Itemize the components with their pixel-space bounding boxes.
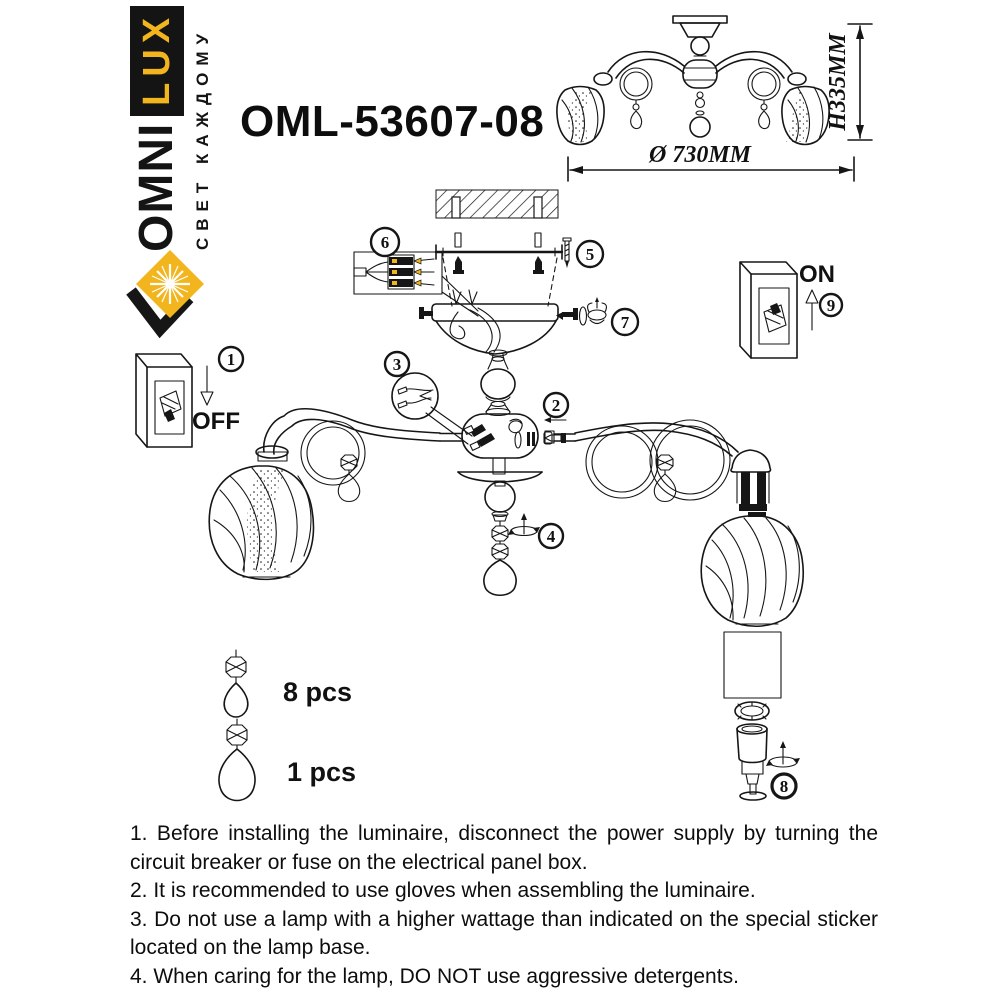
on-switch-icon: ON bbox=[739, 261, 835, 359]
bracket-screw-right bbox=[533, 256, 544, 274]
callout-1: 1 bbox=[217, 345, 245, 373]
socket-screw-icon bbox=[766, 741, 800, 768]
svg-text:9: 9 bbox=[827, 296, 836, 315]
central-body bbox=[439, 413, 539, 475]
callout-7: 7 bbox=[610, 307, 640, 337]
part-large-ball-icon bbox=[218, 718, 256, 802]
model-number: OML-53607-08 bbox=[240, 97, 545, 146]
exploded-shade-column bbox=[700, 512, 805, 801]
spec-pendant-left bbox=[630, 99, 643, 130]
left-shade bbox=[208, 465, 315, 581]
diameter-label: Ø 730MM bbox=[648, 142, 753, 168]
height-label: H335MM bbox=[825, 32, 851, 132]
canopy bbox=[419, 289, 578, 355]
dimension-height: H335MM bbox=[825, 23, 873, 141]
instructions: 1. Before installing the luminaire, disc… bbox=[130, 820, 878, 992]
part-small-pendant-icon bbox=[223, 649, 249, 718]
svg-text:7: 7 bbox=[621, 313, 630, 332]
callout-6-terminal-detail bbox=[353, 251, 479, 317]
callout-5-screw-icon bbox=[562, 237, 572, 268]
callout-9: 9 bbox=[818, 292, 844, 318]
canopy-bolt-left bbox=[419, 307, 433, 319]
right-arm bbox=[544, 419, 772, 511]
lamp-socket bbox=[736, 723, 768, 801]
stem bbox=[480, 349, 516, 417]
shade-ring bbox=[734, 701, 770, 721]
bracket-screw-left bbox=[453, 256, 464, 274]
right-shade bbox=[700, 515, 805, 627]
right-arm-pendant bbox=[653, 454, 677, 503]
part-qty-small: 8 pcs bbox=[283, 677, 352, 707]
svg-text:8: 8 bbox=[780, 777, 789, 796]
dimension-diameter: Ø 730MM bbox=[567, 142, 855, 182]
svg-text:4: 4 bbox=[547, 527, 556, 546]
svg-text:5: 5 bbox=[586, 245, 595, 264]
lamp-sticker bbox=[723, 631, 782, 699]
svg-text:6: 6 bbox=[381, 233, 390, 252]
finial-parts bbox=[483, 510, 540, 597]
instruction-item: 1. Before installing the luminaire, disc… bbox=[130, 822, 878, 874]
callout-5: 5 bbox=[575, 239, 605, 269]
logo-diamond-icon bbox=[126, 250, 204, 339]
callout-2-screw-icon bbox=[543, 417, 567, 445]
callout-6: 6 bbox=[369, 226, 401, 258]
svg-text:3: 3 bbox=[393, 355, 402, 374]
callout-2: 2 bbox=[542, 391, 570, 419]
left-arm-pendant bbox=[337, 454, 361, 503]
finial-screw-icon bbox=[508, 513, 540, 537]
off-switch-icon: OFF bbox=[135, 353, 240, 448]
part-qty-large: 1 pcs bbox=[287, 757, 356, 787]
lamp-socket-cover bbox=[730, 449, 772, 511]
callout-4: 4 bbox=[537, 522, 565, 550]
instruction-item: 4. When caring for the lamp, DO NOT use … bbox=[130, 964, 739, 988]
callout-3-connector-detail bbox=[391, 372, 473, 445]
spec-shade-right bbox=[781, 85, 830, 146]
left-arm bbox=[208, 407, 441, 581]
callout-3: 3 bbox=[383, 350, 411, 378]
on-label: ON bbox=[799, 261, 835, 288]
mounting-bracket bbox=[434, 232, 564, 307]
instruction-item: 2. It is recommended to use gloves when … bbox=[130, 879, 756, 903]
spec-shade-left bbox=[556, 85, 605, 146]
spec-pendant-right bbox=[758, 99, 771, 130]
svg-text:2: 2 bbox=[552, 396, 561, 415]
svg-text:1: 1 bbox=[227, 350, 236, 369]
spec-drawing: Ø 730MM H335MM bbox=[556, 15, 873, 182]
callout-7-cap-icon bbox=[578, 297, 608, 326]
instruction-item: 3. Do not use a lamp with a higher watta… bbox=[130, 907, 878, 960]
off-label: OFF bbox=[192, 408, 240, 435]
canopy-bolt-right bbox=[556, 308, 578, 320]
callout-8: 8 bbox=[770, 772, 798, 800]
ceiling-hatch bbox=[435, 189, 559, 219]
bottom-bowl bbox=[457, 471, 543, 513]
